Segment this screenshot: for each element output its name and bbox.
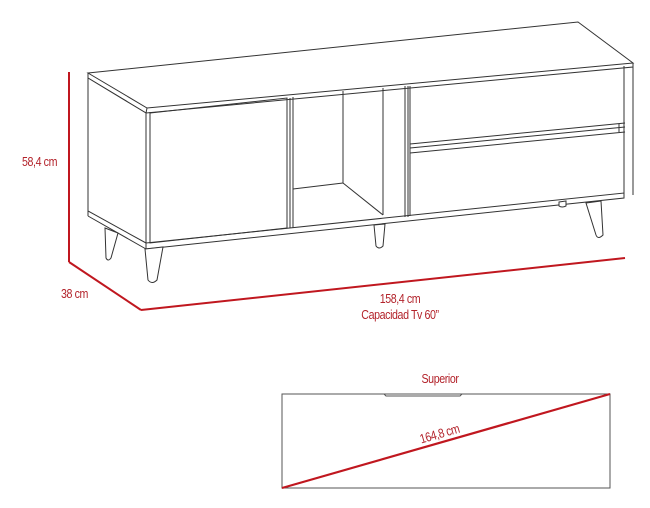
top-view-diagonal: [281, 392, 611, 490]
width-label: 158,4 cm: [379, 291, 421, 306]
legs: [104, 200, 604, 283]
height-label: 58,4 cm: [22, 154, 58, 169]
tv-capacity-label: Capacidad Tv 60”: [361, 307, 439, 322]
top-view-title: Superior: [421, 371, 459, 386]
leg-back-right: [558, 200, 567, 208]
leg-front-left: [144, 246, 164, 283]
leg-front-right: [585, 200, 604, 238]
depth-label: 38 cm: [61, 286, 88, 301]
tv-stand-outline: [86, 21, 635, 250]
top-view: [281, 392, 611, 490]
width-dimension-line: [140, 257, 626, 311]
leg-back-left: [104, 227, 119, 261]
dimension-lines: [68, 72, 626, 311]
leg-middle: [373, 223, 386, 249]
depth-dimension-line: [68, 261, 142, 311]
